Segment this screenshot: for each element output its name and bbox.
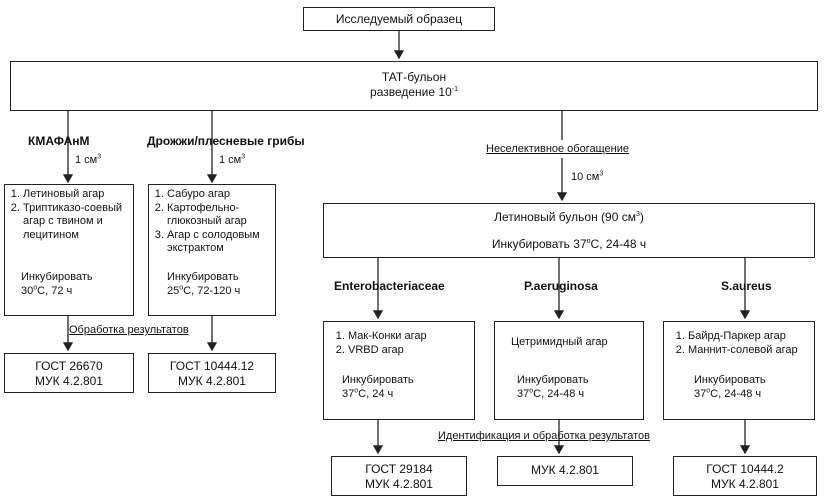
- gost-entero-line2: МУК 4.2.801: [365, 477, 433, 491]
- gost-entero-box: ГОСТ 29184 МУК 4.2.801: [331, 456, 467, 496]
- staph-media-box: Байрд-Паркер агар Маннит-солевой агар Ин…: [663, 321, 815, 420]
- kmafanm-media-list: Летиновый агар Триптиказо-соевый агар с …: [7, 188, 145, 242]
- entero-conditions: 37oС, 24 ч: [342, 387, 394, 400]
- staph-media-list: Байрд-Паркер агар Маннит-солевой агар: [672, 330, 798, 357]
- yeast-media-item: Агар с солодовым экстрактом: [167, 229, 287, 256]
- yeast-media-item: Сабуро агар: [167, 188, 287, 202]
- pseudo-media-item: Цетримидный агар: [511, 336, 608, 348]
- tat-line2: разведение 10-1: [370, 85, 458, 99]
- letin-broth-line2: Инкубировать 37oС, 24-48 ч: [491, 237, 647, 251]
- entero-incubate: Инкубировать: [342, 374, 414, 386]
- yeast-title: Дрожжи/плесневые грибы: [147, 134, 305, 148]
- kmafanm-title: КМАФАнМ: [28, 134, 90, 148]
- yeast-media-box: Сабуро агар Картофельно-глюкозный агар А…: [148, 184, 276, 316]
- entero-media-list: Мак-Конки агар VRBD агар: [332, 330, 427, 357]
- yeast-media-item: Картофельно-глюкозный агар: [167, 202, 287, 229]
- yeast-conditions: 25oС, 72-120 ч: [167, 284, 241, 297]
- entero-media-item: VRBD агар: [348, 344, 427, 358]
- kmafanm-media-item: Летиновый агар: [23, 188, 145, 202]
- entero-media-box: Мак-Конки агар VRBD агар Инкубировать 37…: [323, 321, 475, 420]
- entero-title: Enterobacteriaceae: [334, 279, 445, 293]
- gost-kmafanm-line2: МУК 4.2.801: [35, 374, 103, 388]
- kmafanm-media-item: Триптиказо-соевый агар с твином и лецити…: [23, 202, 145, 243]
- staph-incubate: Инкубировать: [694, 374, 766, 386]
- gost-staph-box: ГОСТ 10444.2 МУК 4.2.801: [673, 456, 817, 496]
- sample-label: Исследуемый образец: [335, 12, 463, 26]
- letin-broth-line1: Летиновый бульон (90 см3): [494, 210, 644, 224]
- tat-broth-box: ТАТ-бульон разведение 10-1: [10, 61, 818, 111]
- gost-kmafanm-box: ГОСТ 26670 МУК 4.2.801: [4, 353, 134, 393]
- tat-line1: ТАТ-бульон: [381, 70, 447, 84]
- ident-label: Идентификация и обработка результатов: [438, 430, 650, 442]
- letin-broth-box: Летиновый бульон (90 см3) Инкубировать 3…: [323, 203, 815, 258]
- pseudo-incubate: Инкубировать: [517, 374, 589, 386]
- yeast-incubate: Инкубировать: [167, 271, 239, 283]
- gost-pseudo-line1: МУК 4.2.801: [531, 463, 599, 477]
- gost-yeast-line2: МУК 4.2.801: [178, 374, 246, 388]
- staph-conditions: 37oС, 24-48 ч: [694, 387, 762, 400]
- gost-staph-line2: МУК 4.2.801: [711, 477, 779, 491]
- pseudo-title: P.aeruginosa: [524, 279, 598, 293]
- pseudo-media-box: Цетримидный агар Инкубировать 37oС, 24-4…: [494, 321, 644, 420]
- entero-media-item: Мак-Конки агар: [348, 330, 427, 344]
- kmafanm-incubate: Инкубировать: [21, 271, 93, 283]
- pseudo-conditions: 37oС, 24-48 ч: [517, 387, 585, 400]
- kmafanm-dose: 1 см3: [75, 153, 102, 166]
- yeast-media-list: Сабуро агар Картофельно-глюкозный агар А…: [151, 188, 287, 256]
- gost-staph-line1: ГОСТ 10444.2: [706, 462, 784, 476]
- staph-media-item: Байрд-Паркер агар: [688, 330, 798, 344]
- gost-yeast-line1: ГОСТ 10444.12: [169, 359, 255, 373]
- gost-entero-line1: ГОСТ 29184: [365, 462, 433, 476]
- kmafanm-media-box: Летиновый агар Триптиказо-соевый агар с …: [4, 184, 134, 316]
- yeast-dose: 1 см3: [219, 153, 246, 166]
- enrich-title: Неселективное обогащение: [486, 143, 629, 155]
- kmafanm-conditions: 30oС, 72 ч: [21, 284, 73, 297]
- sample-box: Исследуемый образец: [303, 7, 495, 31]
- gost-yeast-box: ГОСТ 10444.12 МУК 4.2.801: [148, 353, 276, 393]
- results-label: Обработка результатов: [69, 324, 189, 336]
- staph-media-item: Маннит-солевой агар: [688, 344, 798, 358]
- gost-pseudo-box: МУК 4.2.801: [497, 456, 633, 486]
- gost-kmafanm-line1: ГОСТ 26670: [35, 359, 103, 373]
- staph-title: S.aureus: [721, 279, 772, 293]
- enrich-dose: 10 см3: [571, 170, 604, 183]
